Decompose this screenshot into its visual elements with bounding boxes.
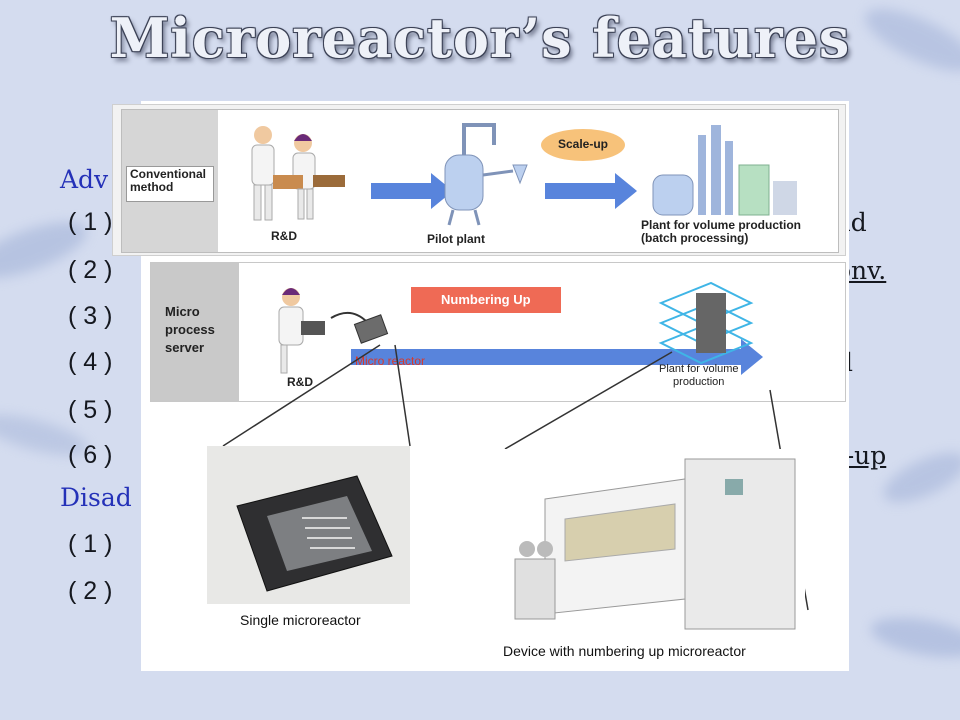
numbering-up-bar [411,287,561,313]
pilot-plant-icon [444,123,528,226]
advantage-number: ( 2 ) [68,256,113,284]
disadvantage-number: ( 2 ) [68,577,113,605]
scale-up-badge [541,129,625,161]
micro-process-panel: Micro process server Numbering Up Micro … [150,262,846,402]
advantage-number: ( 3 ) [68,302,113,330]
researchers-icon [251,126,345,221]
researcher-icon [278,288,325,374]
scale-up-label: Scale-up [558,137,609,151]
numbering-up-label: Numbering Up [441,292,531,307]
slide-title: Microreactor’s features [109,6,851,70]
advantage-number: ( 5 ) [68,396,113,424]
micro-reactor-chip [353,314,389,344]
arrow-icon [371,173,453,209]
micro-process-label: Micro process server [165,304,215,355]
pilot-plant-label: Pilot plant [427,232,485,246]
plant-volume-label: Plant for volume production [659,363,739,388]
micro-reactor-label: Micro reactor [355,354,426,368]
rd-label: R&D [271,229,297,243]
disadvantage-number: ( 1 ) [68,530,113,558]
device-machine-icon [514,458,796,630]
arrow-icon [545,173,637,209]
rd-label-2: R&D [287,375,313,389]
plant-icon [652,125,797,216]
advantage-number: ( 4 ) [68,348,113,376]
curved-arrow-icon [330,311,368,323]
advantage-number: ( 1 ) [68,208,113,236]
conventional-panel: Conventional method [112,104,846,256]
advantages-heading: Adv [60,165,109,194]
device-caption: Device with numbering up microreactor [503,643,746,659]
single-microreactor-photo [207,446,410,604]
single-microreactor-caption: Single microreactor [240,612,361,628]
conventional-illustration [251,123,830,249]
disadvantages-heading: Disad [60,483,132,512]
plant-batch-label: Plant for volume production (batch proce… [641,218,802,245]
microreactor-chip-icon [236,475,393,592]
arrow-icon [351,339,763,375]
device-photo [505,449,805,639]
advantage-number: ( 6 ) [68,441,113,469]
micro-illustration [278,281,763,375]
conventional-label: Conventional method [130,167,207,194]
plant-volume-icon [658,281,754,365]
